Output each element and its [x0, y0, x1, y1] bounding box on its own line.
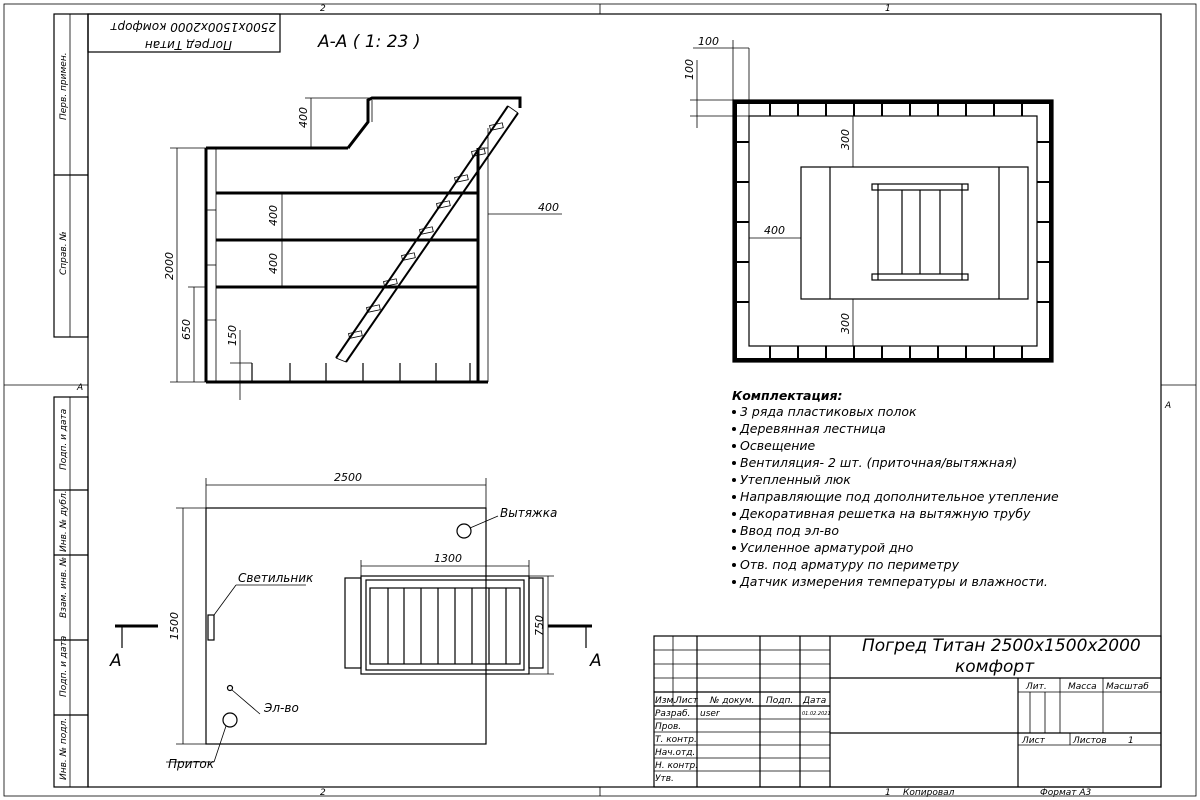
spec-bullet-icon: [732, 546, 736, 550]
electric-entry-icon: [226, 684, 234, 692]
cut-mark-right: А: [589, 651, 602, 671]
dim-plan-height: 1500: [168, 612, 181, 640]
stamp-inv-podl: Инв. № подл.: [59, 718, 69, 780]
zone-label-side-right: A: [1164, 401, 1171, 411]
spec-item: Отв. под арматуру по периметру: [740, 557, 960, 572]
label-inflow: Приток: [168, 757, 215, 771]
mirrored-title-line1: Погред Титан: [145, 38, 232, 52]
top-view: 100 100 300 400 300: [683, 35, 1054, 363]
specification-list: Комплектация: 3 ряда пластиковых полокДе…: [732, 388, 1059, 589]
title-line2: комфорт: [955, 657, 1035, 677]
spec-bullet-icon: [732, 478, 736, 482]
spec-bullet-icon: [732, 444, 736, 448]
ladder: [335, 105, 519, 363]
sheet-label: Лист: [1021, 736, 1046, 746]
role-tech-control: Т. контр.: [655, 735, 697, 745]
scale-label: Масштаб: [1106, 682, 1149, 692]
developer-date: 01.02.2021: [802, 711, 831, 717]
spec-bullet-icon: [732, 563, 736, 567]
dim-plan-width: 2500: [334, 471, 362, 484]
spec-bullet-icon: [732, 495, 736, 499]
developer-name: user: [700, 709, 721, 719]
dim-bottom-gap: 300: [839, 313, 852, 334]
role-developer: Разраб.: [655, 709, 690, 719]
dim-offset-y: 100: [683, 59, 696, 80]
spec-item: Деревянная лестница: [739, 421, 886, 436]
spec-item: 3 ряда пластиковых полок: [740, 404, 917, 419]
dim-offset-x: 100: [698, 35, 719, 48]
copied-label: Копировал: [903, 788, 955, 798]
stamp-sprav: Справ. №: [59, 231, 69, 275]
exhaust-hole-icon: [456, 523, 472, 539]
stamp-perv-primen: Перв. примен.: [59, 52, 69, 120]
header-izm: Изм.: [655, 696, 676, 706]
dim-side: 400: [538, 201, 559, 214]
spec-item: Ввод под эл-во: [740, 523, 839, 538]
spec-item: Вентиляция- 2 шт. (приточная/вытяжная): [740, 455, 1017, 470]
sheets-count: 1: [1128, 736, 1134, 746]
header-sign: Подп.: [766, 696, 793, 706]
spec-item: Утепленный люк: [740, 472, 851, 487]
label-electric: Эл-во: [263, 701, 299, 715]
format-label: Формат А3: [1040, 788, 1092, 798]
spec-bullet-icon: [732, 427, 736, 431]
zone-label-top-right: 1: [885, 4, 891, 14]
mirrored-title-line2: 2500x1500x2000 комфорт: [110, 20, 276, 34]
label-exhaust: Вытяжка: [500, 506, 557, 520]
section-title: А-А ( 1: 23 ): [317, 32, 420, 52]
zone-label-top-left: 2: [320, 4, 326, 14]
spec-item: Декоративная решетка на вытяжную трубу: [739, 506, 1031, 521]
spec-item: Датчик измерения температуры и влажности…: [739, 574, 1048, 589]
header-list: Лист: [674, 696, 699, 706]
title-block: Погред Титан 2500x1500x2000 комфорт Изм.…: [653, 635, 1162, 788]
stamp-podp-data-2: Подп. и дата: [59, 636, 69, 697]
dim-top-gap: 300: [839, 129, 852, 150]
zone-label-side-left: A: [76, 383, 83, 393]
zone-label-bottom-left: 2: [320, 788, 326, 798]
spec-bullet-icon: [732, 580, 736, 584]
header-date: Дата: [802, 696, 826, 706]
role-head: Нач.отд.: [655, 748, 695, 758]
drawing-frame: 2 1 2 1 A A Копировал Формат А3: [3, 3, 1197, 798]
label-lamp: Светильник: [238, 571, 314, 585]
dim-bottom-shelf: 650: [180, 319, 193, 340]
dim-shelf-gap-2: 400: [267, 253, 280, 274]
stamp-inv-dubl: Инв. № дубл.: [59, 490, 69, 552]
spec-item: Усиленное арматурой дно: [740, 540, 914, 555]
lamp-icon: [207, 614, 215, 641]
spec-bullet-icon: [732, 461, 736, 465]
sheets-label: Листов: [1072, 736, 1107, 746]
mirrored-title-box: Погред Титан 2500x1500x2000 комфорт: [87, 13, 281, 53]
cut-mark-left: А: [109, 651, 122, 671]
inflow-hole-icon: [222, 712, 238, 728]
stamp-vzam-inv: Взам. инв. №: [59, 557, 69, 618]
spec-bullet-icon: [732, 410, 736, 414]
role-approved: Утв.: [655, 774, 674, 784]
section-view: А-А ( 1: 23 ): [163, 32, 562, 400]
dim-hatch-height: 750: [533, 615, 546, 636]
spec-item: Направляющие под дополнительное утеплени…: [740, 489, 1059, 504]
spec-item: Освещение: [740, 438, 816, 453]
dim-shelf-gap-1: 400: [267, 205, 280, 226]
lit-label: Лит.: [1025, 682, 1047, 692]
stamp-podp-data-1: Подп. и дата: [59, 409, 69, 470]
title-line1: Погред Титан 2500x1500x2000: [862, 636, 1141, 656]
zone-label-bottom-right: 1: [885, 788, 891, 798]
dim-left-gap: 400: [764, 224, 785, 237]
dim-hatch-width: 1300: [434, 552, 462, 565]
side-stamp-column: Перв. примен. Справ. № Подп. и дата Инв.…: [53, 13, 89, 788]
spec-bullet-icon: [732, 529, 736, 533]
header-doc: № докум.: [709, 696, 754, 706]
role-norm-control: Н. контр.: [655, 761, 698, 771]
spec-bullet-icon: [732, 512, 736, 516]
mass-label: Масса: [1068, 682, 1097, 692]
spec-heading: Комплектация:: [732, 388, 843, 403]
role-checker: Пров.: [655, 722, 681, 732]
plan-view: Вытяжка Светильник Эл-во Приток А А 2500…: [109, 471, 602, 771]
dim-height: 2000: [163, 252, 176, 280]
dim-floor: 150: [226, 325, 239, 346]
dim-top-hatch: 400: [297, 107, 310, 128]
